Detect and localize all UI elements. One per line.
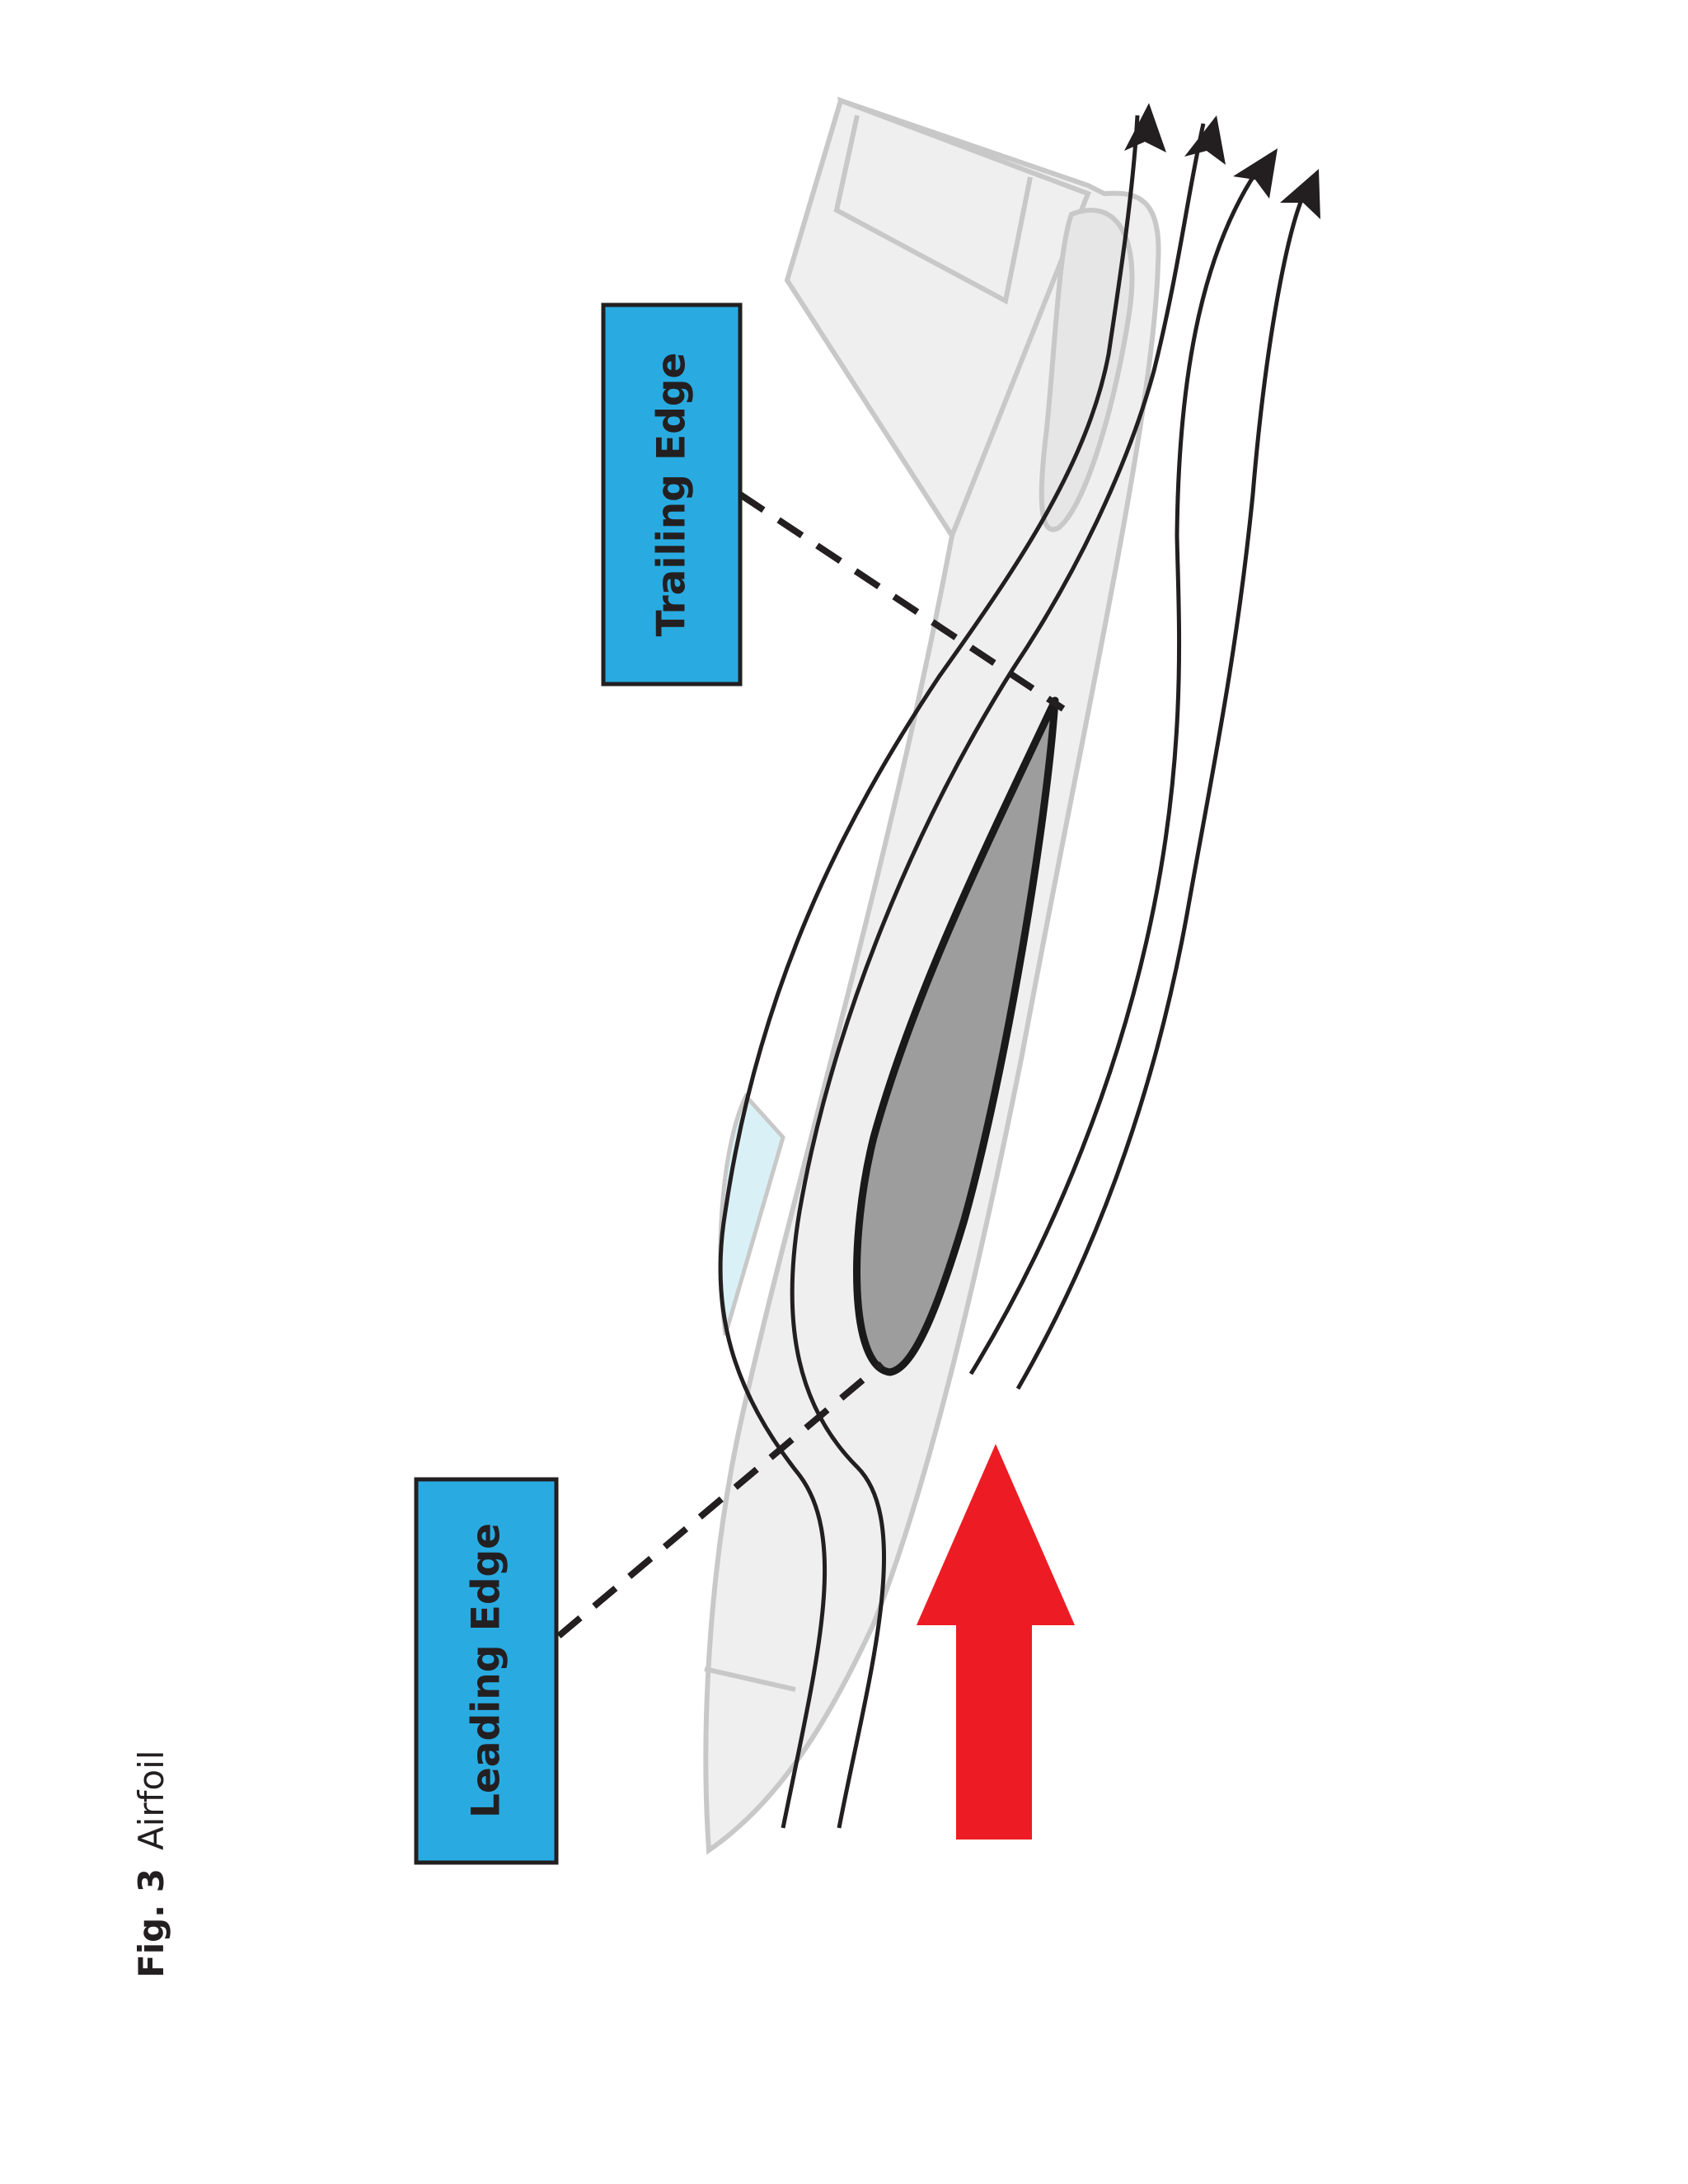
aircraft-engine-nacelle — [1039, 208, 1135, 532]
streamline-4 — [1015, 197, 1305, 1390]
figure-title: Airfoil — [131, 1750, 171, 1851]
trailing-edge-label-box — [601, 302, 743, 687]
leading-edge-label-text: Leading Edge — [464, 1523, 509, 1818]
trailing-edge-leader-line — [738, 491, 1066, 712]
arrowhead-icon — [1280, 169, 1320, 219]
arrowhead-icon — [1233, 148, 1278, 199]
airflow-streamlines — [718, 115, 1305, 1829]
arrowhead-icon — [1124, 103, 1166, 152]
aircraft-tail-line — [704, 1666, 796, 1692]
streamline-2 — [790, 123, 1206, 1829]
figure-caption: Fig. 3 Airfoil — [131, 1750, 171, 1978]
aircraft-wing-flap — [833, 115, 1033, 305]
leading-edge-label: Leading Edge — [414, 1477, 559, 1865]
trailing-edge-label-text: Trailing Edge — [649, 353, 695, 637]
streamline-1 — [718, 115, 1140, 1829]
leading-edge-leader-line — [556, 1361, 884, 1639]
leader-lines — [556, 491, 1066, 1639]
aircraft-wing — [784, 97, 1091, 541]
arrowhead-icon — [1184, 115, 1226, 165]
leading-edge-label-box — [414, 1477, 559, 1865]
streamline-3 — [968, 163, 1264, 1376]
trailing-edge-label: Trailing Edge — [601, 302, 743, 687]
relative-wind-arrow — [917, 1444, 1075, 1840]
figure-number: Fig. 3 — [131, 1868, 171, 1978]
streamline-arrowheads — [1124, 103, 1320, 219]
